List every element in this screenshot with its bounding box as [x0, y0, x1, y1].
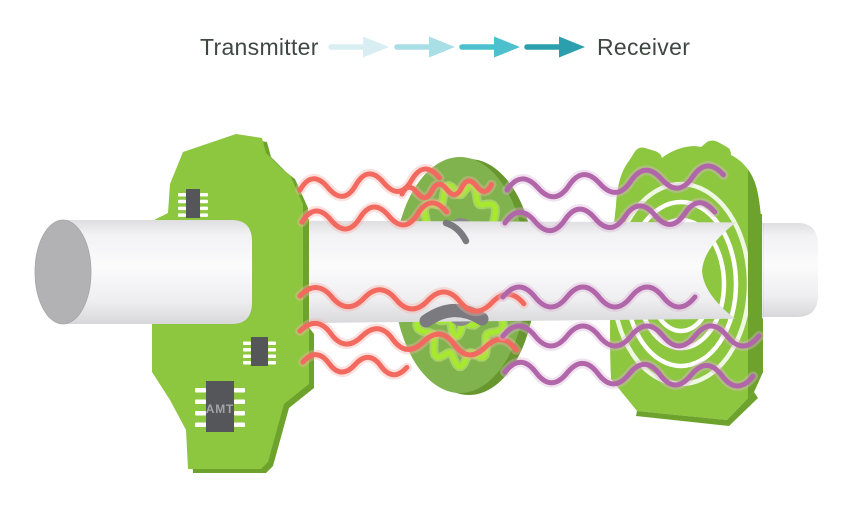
shaft-hub-rim — [419, 219, 489, 328]
red-wave — [399, 178, 495, 201]
ic-chip-icon — [243, 337, 276, 366]
signal-arrow-4 — [524, 36, 585, 58]
purple-wave — [500, 284, 698, 310]
purple-wave — [500, 323, 762, 349]
arrow-head-icon — [559, 36, 585, 58]
red-field-waves — [297, 166, 527, 378]
legend: Transmitter Receiver — [200, 34, 690, 60]
shaft-main-segment — [255, 220, 763, 324]
purple-wave — [504, 163, 726, 200]
purple-field-waves — [500, 163, 762, 389]
transmitter-label: Transmitter — [200, 34, 319, 60]
arrow-head-icon — [494, 36, 520, 58]
red-wave — [297, 320, 519, 358]
shaft — [34, 219, 763, 325]
signal-arrow-3 — [459, 36, 520, 58]
amt-chip: AMT — [195, 381, 245, 432]
arrow-head-icon — [429, 36, 455, 58]
red-wave — [300, 352, 410, 378]
signal-arrow-2 — [394, 36, 455, 58]
red-wave — [297, 285, 527, 314]
purple-wave — [502, 200, 718, 234]
purple-wave — [502, 359, 756, 389]
shaft-end-cap — [34, 219, 92, 325]
signal-arrow-1 — [328, 36, 389, 58]
red-wave — [297, 166, 442, 199]
arrow-head-icon — [363, 36, 389, 58]
receiver-pcb-front-strip — [702, 214, 762, 328]
red-wave — [299, 200, 450, 232]
coil-pcb-bottom-edge — [636, 392, 758, 426]
receiver-label: Receiver — [597, 34, 690, 60]
shaft-left-segment — [35, 220, 252, 324]
transmitter-pcb-front-strip — [252, 219, 309, 325]
ic-chip-icon — [178, 189, 208, 218]
amt-chip-label: AMT — [206, 402, 234, 416]
